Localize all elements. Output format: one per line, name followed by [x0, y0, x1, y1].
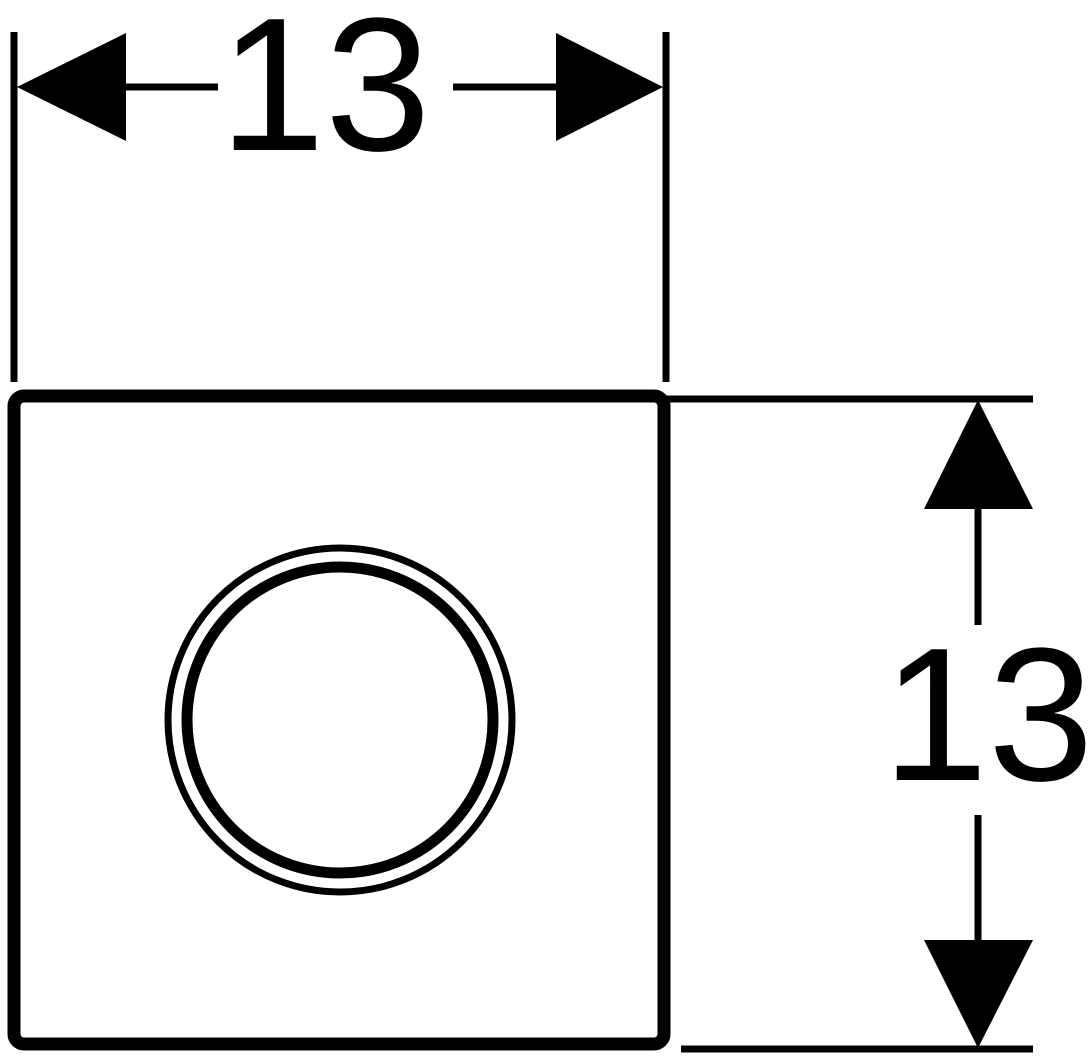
width-dimension-label: 13 — [219, 0, 430, 191]
height-arrowhead-bottom — [924, 940, 1033, 1048]
width-arrowhead-right — [556, 33, 663, 141]
height-arrowhead-top — [924, 400, 1033, 509]
width-arrowhead-left — [17, 33, 126, 141]
button-outer-ring — [164, 544, 516, 896]
button-inner-ring — [181, 561, 499, 879]
height-dimension-label: 13 — [882, 609, 1089, 821]
width-dimension: 13 — [10, 0, 670, 382]
height-dimension: 13 — [654, 395, 1089, 1053]
square-plate-outline — [7, 389, 671, 1051]
